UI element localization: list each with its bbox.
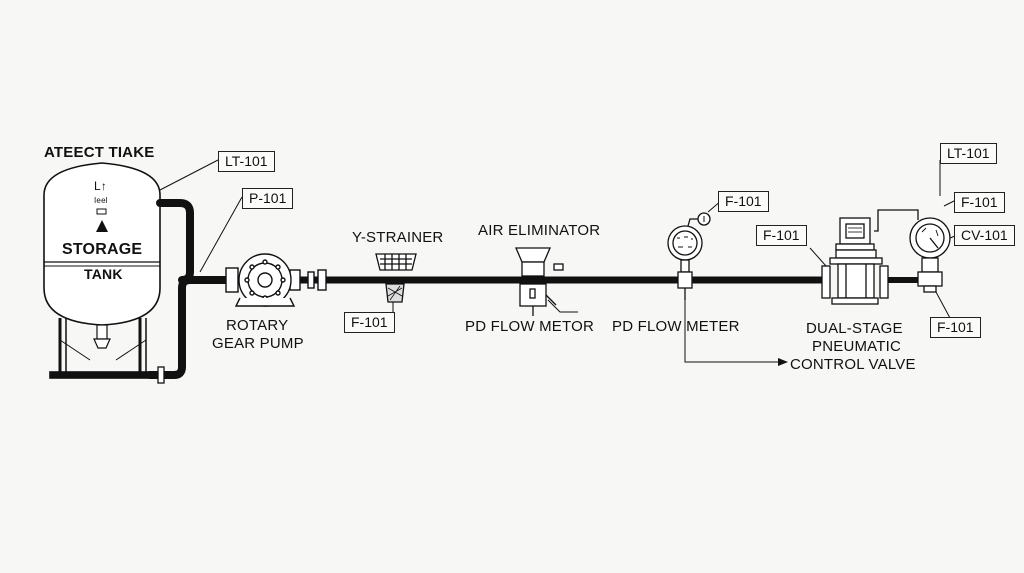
level-triangle-icon: [96, 220, 108, 232]
control-valve: [821, 209, 951, 305]
tank-inner-small: Ieel: [94, 196, 108, 205]
riser-flange: [157, 366, 165, 384]
pd-flow-meter-label-2: PD FLOW METER: [612, 318, 740, 335]
pd-flow-meter: [667, 212, 711, 300]
arrow-head-icon: [778, 358, 788, 366]
level-marker: [96, 208, 107, 215]
air-eliminator-label: AIR ELIMINATOR: [478, 222, 601, 239]
tag-f-101-meter: F-101: [718, 191, 769, 212]
valve-label-line2: PNEUMATIC: [812, 338, 902, 355]
rotary-gear-pump: [225, 253, 327, 307]
tank-name-line2: TANK: [84, 266, 123, 282]
tank-header-label: ATEECT TIAKE: [44, 144, 155, 161]
tag-f-101-strainer: F-101: [344, 312, 395, 333]
tag-f-101-valve-top: F-101: [954, 192, 1005, 213]
leader-lines: [159, 159, 961, 363]
pump-label-line2: GEAR PUMP: [212, 335, 304, 352]
y-strainer: [375, 253, 417, 303]
tag-lt-101-valve: LT-101: [940, 143, 997, 164]
valve-label-line3: CONTROL VALVE: [790, 356, 916, 373]
tag-f-101-valve-left: F-101: [756, 225, 807, 246]
tank-name-line1: STORAGE: [62, 241, 143, 258]
pump-label-line1: ROTARY: [226, 317, 289, 334]
tag-cv-101: CV-101: [954, 225, 1015, 246]
valve-label-line1: DUAL-STAGE: [806, 320, 903, 337]
pd-flow-meter-label-1: PD FLOW METOR: [465, 318, 594, 335]
tag-f-101-valve-bottom: F-101: [930, 317, 981, 338]
tag-lt-101-tank: LT-101: [218, 151, 275, 172]
tank-inner-code: L↑: [94, 179, 108, 193]
tag-p-101: P-101: [242, 188, 294, 209]
air-eliminator: [515, 247, 564, 316]
y-strainer-label: Y-STRAINER: [352, 229, 444, 246]
storage-tank: [43, 162, 161, 379]
